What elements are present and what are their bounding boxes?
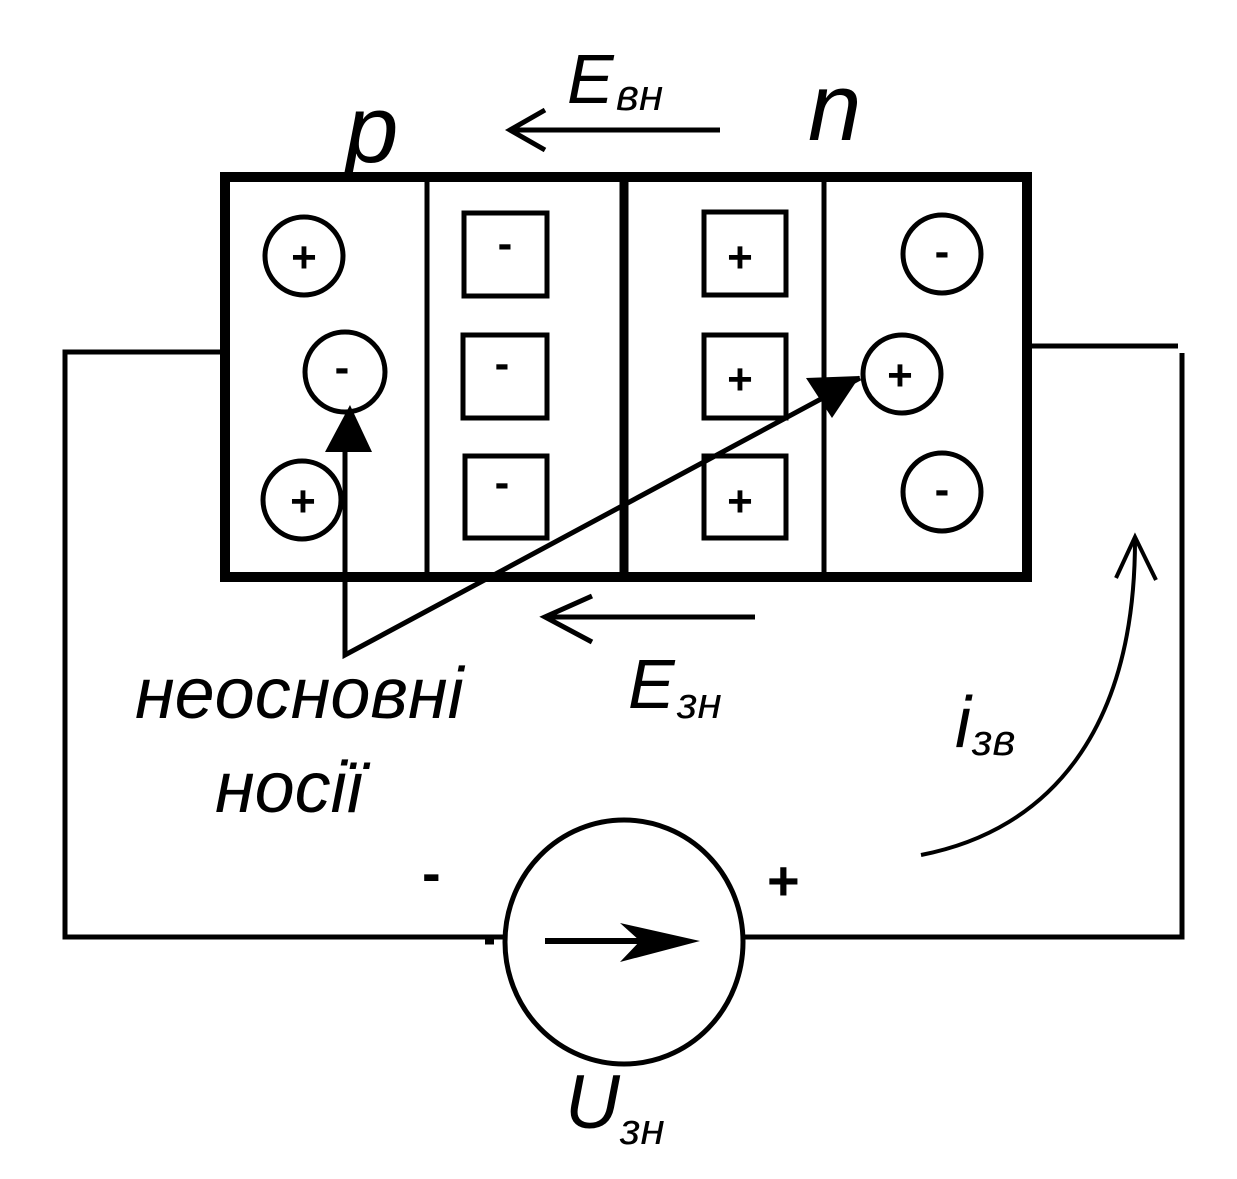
svg-text:-: - [335, 343, 350, 392]
circuit-wires [62, 343, 1185, 940]
svg-text:-: - [935, 465, 950, 514]
internal-field-label: E вн [567, 40, 663, 120]
n-depletion-ions: + + + [701, 209, 789, 541]
acceptor-ion: - [460, 332, 550, 421]
minority-carriers-label-line2: носії [215, 748, 371, 828]
p-region-carriers: + - + [260, 214, 388, 542]
p-depletion-ions: - - - [460, 210, 550, 541]
p-region-label: p [342, 76, 398, 183]
internal-field-arrow [504, 107, 720, 153]
svg-text:+: + [727, 477, 753, 526]
svg-text:+: + [727, 355, 753, 404]
arrowhead-right-icon [806, 376, 860, 418]
source-plus-sign: + [767, 849, 800, 912]
external-field-label: E зн [628, 645, 722, 728]
external-field-subscript: зн [676, 679, 722, 728]
carrier-hole: + [262, 214, 346, 298]
donor-ion: + [701, 453, 789, 541]
svg-text:+: + [727, 233, 753, 282]
source-arrow-head-icon [620, 923, 700, 962]
minority-carrier-pointers [325, 375, 862, 660]
donor-ion: + [701, 209, 789, 298]
n-region-label: n [808, 54, 861, 161]
wire-left [62, 349, 505, 940]
source-minus-sign: - [422, 841, 441, 904]
carrier-minority-hole: + [860, 332, 944, 416]
internal-field-symbol: E [567, 40, 615, 118]
carrier-hole: + [260, 458, 344, 542]
svg-text:+: + [290, 477, 316, 526]
semiconductor-crystal [220, 172, 1032, 582]
external-field-arrow [539, 593, 755, 645]
current-subscript: зв [971, 716, 1015, 765]
reverse-current-arrow [920, 532, 1158, 857]
acceptor-ion: - [462, 453, 550, 541]
reverse-current-label: i зв [955, 683, 1015, 765]
carrier-electron: - [900, 212, 984, 296]
svg-text:+: + [291, 233, 317, 282]
internal-field-subscript: вн [616, 71, 663, 120]
current-symbol: i [955, 683, 973, 763]
source-symbol: U [565, 1060, 621, 1145]
donor-ion: + [701, 332, 789, 421]
svg-text:-: - [495, 458, 510, 507]
voltage-source [485, 817, 746, 1067]
external-field-symbol: E [628, 645, 676, 723]
acceptor-ion: - [461, 210, 550, 299]
svg-text:-: - [498, 219, 513, 268]
arrowhead-up-icon [325, 405, 372, 452]
carrier-minority-electron: - [302, 329, 388, 415]
minority-carriers-label-line1: неосновні [135, 654, 466, 734]
source-voltage-label: U зн [565, 1060, 665, 1154]
source-subscript: зн [619, 1105, 665, 1154]
svg-text:-: - [495, 339, 510, 388]
svg-text:-: - [935, 227, 950, 276]
carrier-electron: - [900, 450, 984, 534]
n-region-carriers: - + - [860, 212, 984, 534]
svg-text:+: + [887, 351, 913, 400]
wire-right [745, 353, 1185, 940]
